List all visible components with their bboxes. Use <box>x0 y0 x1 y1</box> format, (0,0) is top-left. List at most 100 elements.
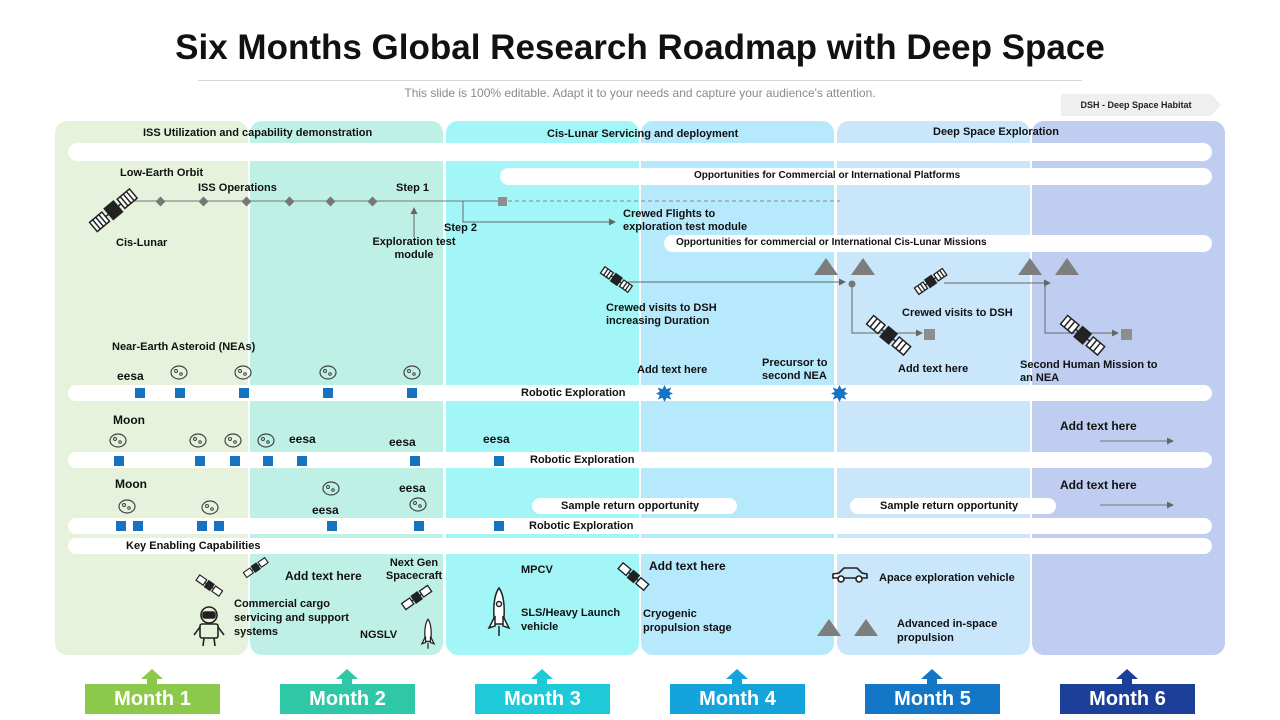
sample-label-2: Sample return opportunity <box>880 500 1019 512</box>
moon-icon <box>409 497 427 512</box>
event-marker <box>410 456 420 466</box>
event-marker <box>116 521 126 531</box>
event-marker <box>135 388 145 398</box>
moon-label: Moon <box>113 413 145 427</box>
up-arrow-icon <box>1116 669 1138 679</box>
sample-band-1 <box>532 498 737 514</box>
step1-label: Step 1 <box>396 182 430 194</box>
cislunar-missions-band <box>664 235 1212 252</box>
up-arrow-stem <box>1122 679 1132 684</box>
starburst-icon <box>656 385 673 402</box>
nea-marker <box>1121 329 1132 340</box>
robotic-label-2: Robotic Exploration <box>530 454 635 466</box>
timeline-end-marker <box>498 197 507 206</box>
add-text-label: Add text here <box>1060 419 1137 433</box>
eesa-label: eesa <box>389 435 416 449</box>
up-arrow-icon <box>141 669 163 679</box>
triangle-marker <box>854 619 878 636</box>
event-marker <box>327 521 337 531</box>
event-marker <box>494 456 504 466</box>
up-arrow-stem <box>147 679 157 684</box>
cryogenic-label: Cryogenic propulsion stage <box>643 608 732 634</box>
moon-icon <box>109 433 127 448</box>
event-marker <box>323 388 333 398</box>
kec-band <box>68 538 1212 554</box>
moon-icon <box>118 499 136 514</box>
iss-ops-label: ISS Operations <box>198 182 277 194</box>
satellite-icon <box>1059 314 1106 357</box>
moon-icon <box>224 433 242 448</box>
add-text-label: Add text here <box>285 569 362 583</box>
moon-icon <box>257 433 275 448</box>
event-marker <box>114 456 124 466</box>
month-4-box: Month 4 <box>670 684 805 714</box>
robotic-band-2 <box>68 452 1212 468</box>
eesa-label: eesa <box>289 432 316 446</box>
up-arrow-stem <box>342 679 352 684</box>
up-arrow-icon <box>531 669 553 679</box>
up-arrow-icon <box>336 669 358 679</box>
robotic-band-1 <box>68 385 1212 401</box>
apace-label: Apace exploration vehicle <box>879 572 1015 584</box>
advanced-label: Advanced in-space propulsion <box>897 618 998 644</box>
page-title: Six Months Global Research Roadmap with … <box>175 28 1105 67</box>
event-marker <box>214 521 224 531</box>
astronaut-icon <box>193 606 225 647</box>
eesa-label: eesa <box>117 369 144 383</box>
satellite-icon <box>195 574 224 598</box>
cis-lunar-label: Cis-Lunar <box>116 237 168 249</box>
satellite-icon <box>242 556 269 579</box>
event-marker <box>414 521 424 531</box>
commercial-cargo-label: Commercial cargo servicing and support s… <box>234 598 349 638</box>
commercial-platforms-label: Opportunities for Commercial or Internat… <box>694 170 961 181</box>
event-marker <box>494 521 504 531</box>
asteroid-icon <box>319 365 337 380</box>
commercial-platforms-band <box>500 168 1212 185</box>
satellite-icon <box>865 314 912 357</box>
phase-iss-title: ISS Utilization and capability demonstra… <box>143 127 373 139</box>
sample-label-1: Sample return opportunity <box>561 500 700 512</box>
moon-icon <box>201 500 219 515</box>
month-6-box: Month 6 <box>1060 684 1195 714</box>
up-arrow-icon <box>921 669 943 679</box>
event-marker <box>195 456 205 466</box>
satellite-icon <box>913 267 948 296</box>
crewed-visits-dsh2-label: Crewed visits to DSH <box>902 307 1013 319</box>
step2-label: Step 2 <box>444 222 478 234</box>
robotic-label-3: Robotic Exploration <box>529 520 634 532</box>
mpcv-label: MPCV <box>521 564 553 576</box>
second-human-label: Second Human Mission to an NEA <box>1020 359 1158 384</box>
satellite-icon <box>400 584 433 611</box>
eesa-label: eesa <box>399 481 426 495</box>
event-marker <box>263 456 273 466</box>
add-text-label: Add text here <box>637 364 708 376</box>
exploration-test-label: Exploration test module <box>372 236 456 261</box>
satellite-icon <box>599 265 634 294</box>
triangle-marker <box>1055 258 1079 275</box>
kec-label: Key Enabling Capabilities <box>126 540 261 552</box>
title-divider <box>198 80 1082 81</box>
ngslv-label: NGSLV <box>360 629 398 641</box>
crewed-visits-dsh-label: Crewed visits to DSH increasing Duration <box>606 302 717 327</box>
event-marker <box>230 456 240 466</box>
triangle-marker <box>817 619 841 636</box>
month-1-box: Month 1 <box>85 684 220 714</box>
triangle-marker <box>851 258 875 275</box>
dsh-legend-tag: DSH - Deep Space Habitat <box>1061 94 1221 116</box>
crewed-flights-label: Crewed Flights to exploration test modul… <box>623 208 748 233</box>
up-arrow-stem <box>927 679 937 684</box>
up-arrow-stem <box>537 679 547 684</box>
add-text-label: Add text here <box>649 559 726 573</box>
leo-label: Low-Earth Orbit <box>120 167 204 179</box>
add-text-label: Add text here <box>898 363 969 375</box>
sls-label: SLS/Heavy Launch vehicle <box>521 607 621 633</box>
page-subtitle: This slide is 100% editable. Adapt it to… <box>404 86 876 100</box>
event-marker <box>239 388 249 398</box>
asteroid-icon <box>170 365 188 380</box>
phase-deep-title: Deep Space Exploration <box>933 126 1059 138</box>
asteroid-icon <box>234 365 252 380</box>
starburst-icon <box>831 385 848 402</box>
moon-icon <box>189 433 207 448</box>
up-arrow-icon <box>726 669 748 679</box>
